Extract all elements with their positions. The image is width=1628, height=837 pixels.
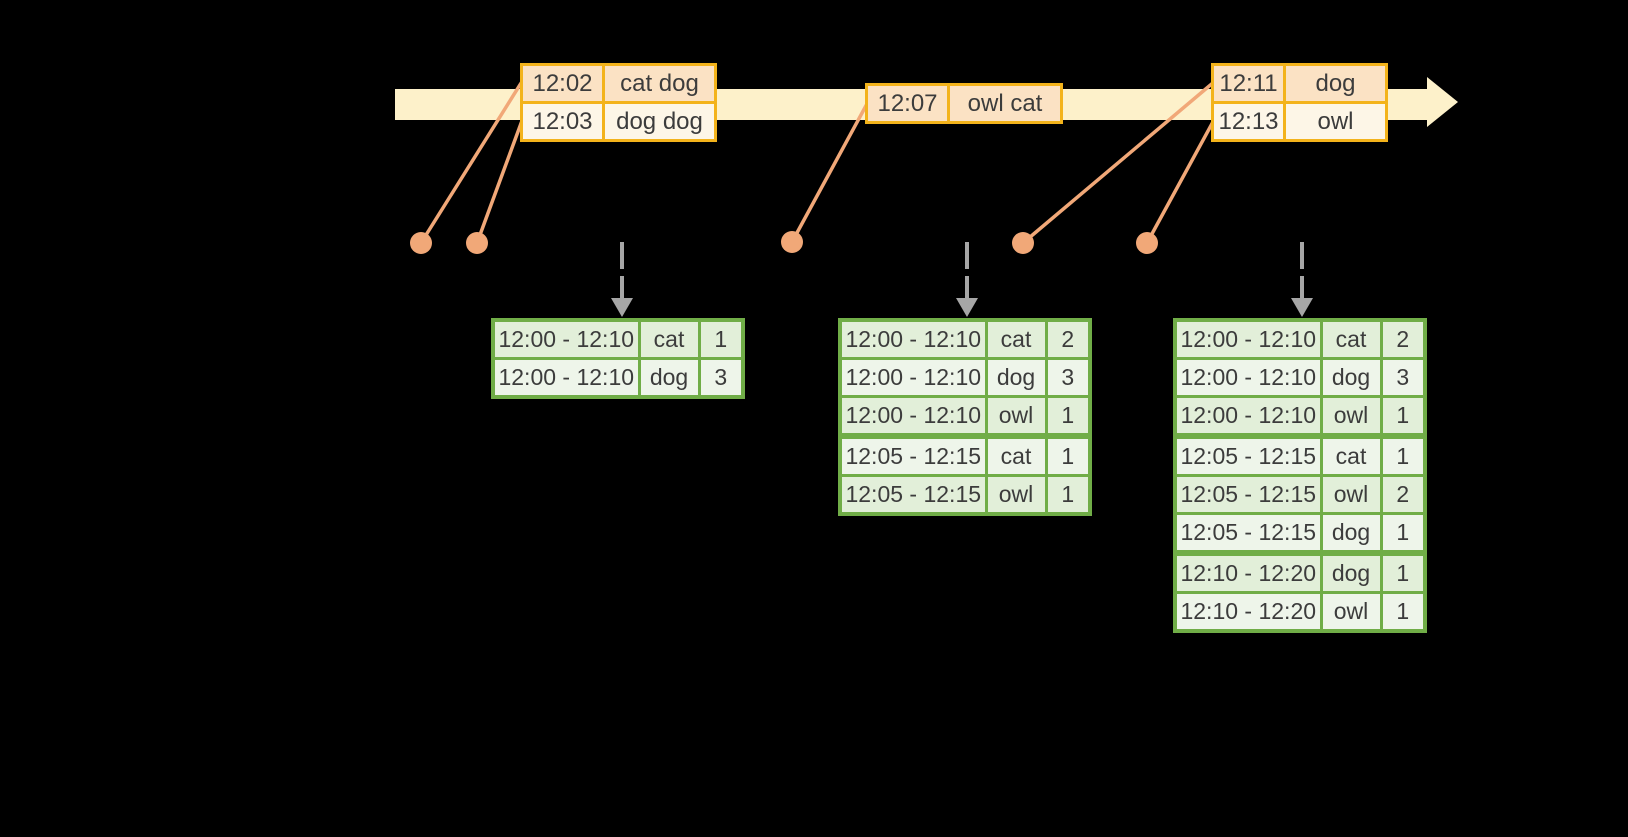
result-word: dog: [1319, 550, 1383, 594]
result-count: 1: [1379, 433, 1427, 477]
result-word: cat: [637, 318, 701, 360]
result-window: 12:00 - 12:10: [1173, 395, 1323, 438]
result-row: 12:00 - 12:10 cat 2: [1173, 318, 1427, 360]
result-count: 1: [1379, 550, 1427, 594]
result-word: owl: [984, 474, 1048, 516]
result-window: 12:05 - 12:15: [838, 474, 988, 516]
result-word: cat: [1319, 318, 1383, 360]
result-row: 12:00 - 12:10 owl 1: [1173, 395, 1427, 438]
result-window: 12:00 - 12:10: [1173, 318, 1323, 360]
result-count: 1: [1379, 591, 1427, 633]
result-row: 12:00 - 12:10 cat 2: [838, 318, 1092, 360]
result-word: owl: [984, 395, 1048, 438]
result-word: dog: [1319, 512, 1383, 555]
timeline-arrowhead-icon: [1427, 77, 1458, 127]
result-row: 12:05 - 12:15 owl 2: [1173, 474, 1427, 515]
result-window: 12:05 - 12:15: [1173, 474, 1323, 515]
event-dot-icon: [781, 231, 803, 253]
event-time: 12:13: [1211, 101, 1286, 142]
result-window: 12:00 - 12:10: [1173, 357, 1323, 398]
event-words: dog: [1283, 63, 1388, 104]
result-word: owl: [1319, 395, 1383, 438]
event-connector-line: [419, 79, 525, 244]
event-dot-icon: [1136, 232, 1158, 254]
result-count: 3: [1379, 357, 1427, 398]
result-row: 12:05 - 12:15 cat 1: [838, 433, 1092, 477]
result-word: cat: [984, 318, 1048, 360]
event-words: cat dog: [602, 63, 717, 104]
result-window: 12:00 - 12:10: [491, 318, 641, 360]
result-word: cat: [1319, 433, 1383, 477]
trigger-arrowhead-icon: [1291, 298, 1313, 317]
result-count: 1: [1044, 395, 1092, 438]
result-row: 12:10 - 12:20 dog 1: [1173, 550, 1427, 594]
event-connector-line: [1021, 80, 1216, 245]
result-row: 12:05 - 12:15 owl 1: [838, 474, 1092, 516]
event-words: owl cat: [947, 83, 1063, 124]
event-connector-line: [790, 101, 870, 243]
result-count: 1: [1379, 395, 1427, 438]
result-table-1: 12:00 - 12:10 cat 1 12:00 - 12:10 dog 3: [491, 318, 745, 399]
result-row: 12:05 - 12:15 cat 1: [1173, 433, 1427, 477]
result-window: 12:00 - 12:10: [838, 357, 988, 398]
event-time: 12:03: [520, 101, 605, 142]
result-word: dog: [984, 357, 1048, 398]
result-window: 12:10 - 12:20: [1173, 550, 1323, 594]
result-count: 2: [1379, 474, 1427, 515]
result-row: 12:00 - 12:10 dog 3: [1173, 357, 1427, 398]
result-count: 1: [697, 318, 745, 360]
event-time: 12:11: [1211, 63, 1286, 104]
event-table-1: 12:02 cat dog 12:03 dog dog: [520, 63, 717, 142]
result-row: 12:00 - 12:10 owl 1: [838, 395, 1092, 438]
event-time: 12:07: [865, 83, 950, 124]
trigger-arrowhead-icon: [956, 298, 978, 317]
result-count: 3: [1044, 357, 1092, 398]
result-table-3: 12:00 - 12:10 cat 2 12:00 - 12:10 dog 3 …: [1173, 318, 1427, 633]
event-dot-icon: [1012, 232, 1034, 254]
result-word: dog: [637, 357, 701, 399]
event-time: 12:02: [520, 63, 605, 104]
result-word: owl: [1319, 474, 1383, 515]
result-row: 12:10 - 12:20 owl 1: [1173, 591, 1427, 633]
event-connector-line: [475, 117, 525, 244]
result-window: 12:00 - 12:10: [491, 357, 641, 399]
result-window: 12:05 - 12:15: [1173, 433, 1323, 477]
result-window: 12:05 - 12:15: [838, 433, 988, 477]
event-row: 12:03 dog dog: [520, 101, 717, 142]
result-window: 12:00 - 12:10: [838, 395, 988, 438]
result-row: 12:00 - 12:10 dog 3: [491, 357, 745, 399]
result-row: 12:05 - 12:15 dog 1: [1173, 512, 1427, 555]
event-dot-icon: [410, 232, 432, 254]
event-row: 12:07 owl cat: [865, 83, 1063, 124]
event-row: 12:11 dog: [1211, 63, 1388, 104]
event-words: owl: [1283, 101, 1388, 142]
result-count: 2: [1044, 318, 1092, 360]
result-word: dog: [1319, 357, 1383, 398]
event-row: 12:02 cat dog: [520, 63, 717, 104]
result-count: 1: [1044, 433, 1092, 477]
result-count: 2: [1379, 318, 1427, 360]
event-table-3: 12:11 dog 12:13 owl: [1211, 63, 1388, 142]
result-word: cat: [984, 433, 1048, 477]
result-window: 12:00 - 12:10: [838, 318, 988, 360]
result-row: 12:00 - 12:10 cat 1: [491, 318, 745, 360]
result-count: 1: [1044, 474, 1092, 516]
result-window: 12:10 - 12:20: [1173, 591, 1323, 633]
result-count: 1: [1379, 512, 1427, 555]
result-count: 3: [697, 357, 745, 399]
result-table-2: 12:00 - 12:10 cat 2 12:00 - 12:10 dog 3 …: [838, 318, 1092, 516]
event-row: 12:13 owl: [1211, 101, 1388, 142]
event-dot-icon: [466, 232, 488, 254]
result-word: owl: [1319, 591, 1383, 633]
trigger-arrowhead-icon: [611, 298, 633, 317]
event-connector-line: [1145, 119, 1216, 244]
event-words: dog dog: [602, 101, 717, 142]
result-row: 12:00 - 12:10 dog 3: [838, 357, 1092, 398]
event-table-2: 12:07 owl cat: [865, 83, 1063, 124]
result-window: 12:05 - 12:15: [1173, 512, 1323, 555]
